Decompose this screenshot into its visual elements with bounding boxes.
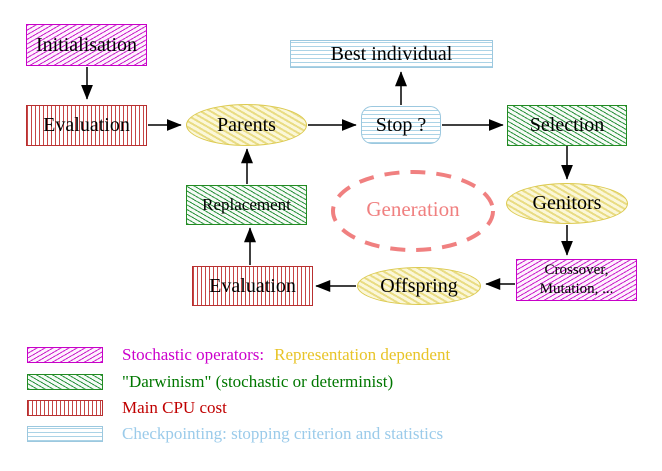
node-label: Initialisation — [35, 33, 138, 56]
node-label-line2: Mutation, ... — [539, 281, 614, 297]
generation-label: Generation — [366, 197, 460, 221]
node-label: Best individual — [330, 42, 453, 65]
legend-label-main-cpu-cost: Main CPU cost — [122, 398, 227, 417]
node-offspring: Offspring — [357, 267, 481, 305]
node-evaluation-bottom: Evaluation — [192, 266, 313, 306]
legend-row-stochastic-operators: Stochastic operators: Representation dep… — [27, 345, 450, 365]
node-label: Offspring — [380, 274, 458, 297]
node-label: Stop ? — [375, 113, 427, 136]
legend-row-main-cpu-cost: Main CPU cost — [27, 398, 227, 418]
node-label: Evaluation — [43, 114, 130, 136]
node-label: Genitors — [532, 192, 602, 214]
node-initialisation: Initialisation — [26, 24, 147, 66]
node-parents: Parents — [186, 104, 307, 146]
legend-row-checkpointing: Checkpointing: stopping criterion and st… — [27, 424, 443, 444]
node-genitors: Genitors — [506, 183, 628, 224]
legend-label-stochastic-operators: Stochastic operators: — [122, 345, 265, 364]
node-best-individual: Best individual — [290, 40, 493, 68]
node-stop: Stop ? — [361, 106, 441, 144]
legend-swatch-red-lines — [27, 400, 103, 416]
legend-swatch-green-hatch — [27, 374, 103, 390]
node-selection: Selection — [507, 105, 627, 146]
node-label-line1: Crossover, — [544, 262, 609, 278]
node-label: Selection — [529, 114, 605, 136]
node-crossover-mutation: Crossover, Mutation, ... — [516, 259, 637, 301]
node-label: Replacement — [202, 195, 291, 215]
node-replacement: Replacement — [186, 185, 307, 225]
node-label: Parents — [217, 113, 276, 136]
node-evaluation-top: Evaluation — [26, 105, 147, 146]
legend-label-darwinism: "Darwinism" (stochastic or determinist) — [122, 372, 394, 391]
node-label: Evaluation — [209, 274, 296, 297]
legend-label-checkpointing: Checkpointing: stopping criterion and st… — [122, 424, 444, 443]
legend-swatch-blue-lines — [27, 426, 103, 442]
legend-row-darwinism: "Darwinism" (stochastic or determinist) — [27, 372, 393, 392]
legend-swatch-magenta-hatch — [27, 347, 103, 363]
legend-label-representation-dependent: Representation dependent — [274, 345, 451, 364]
